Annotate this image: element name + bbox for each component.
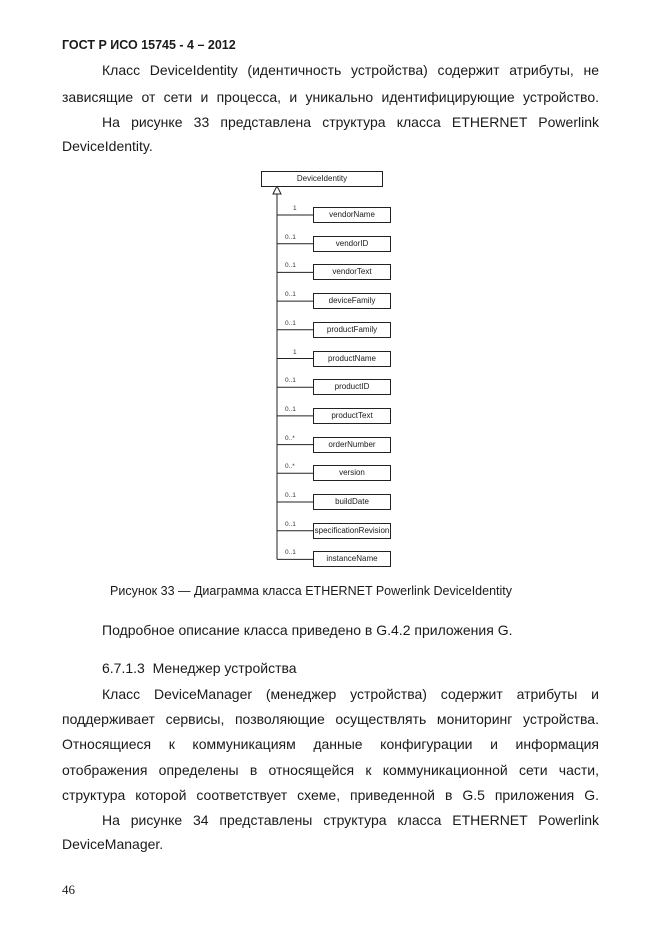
paragraph-5-line-2: DeviceManager. <box>62 836 164 852</box>
attribute-box: productID <box>313 379 391 396</box>
attribute-box: vendorID <box>313 235 391 252</box>
attribute-multiplicity: 0..1 <box>285 492 296 499</box>
attribute-box: vendorText <box>313 264 391 281</box>
attribute-multiplicity: 0..1 <box>285 319 296 327</box>
attribute-multiplicity: 0..1 <box>285 549 296 557</box>
paragraph-3: Подробное описание класса приведено в G.… <box>102 622 513 638</box>
attribute-multiplicity: 0..1 <box>285 233 296 241</box>
attribute-box: buildDate <box>313 494 391 510</box>
attribute-box: orderNumber <box>313 436 391 453</box>
paragraph-1-line-2: зависящие от сети и процесса, и уникальн… <box>62 89 599 105</box>
attribute-box: productName <box>313 350 391 367</box>
section-heading: 6.7.1.3 Менеджер устройства <box>102 660 639 676</box>
paragraph-4-line-2: поддерживает сервисы, позволяющие осущес… <box>62 711 599 727</box>
attribute-box: version <box>313 465 391 482</box>
attribute-multiplicity: 0..* <box>285 463 295 471</box>
diagram-connectors <box>272 184 313 560</box>
section-title: Менеджер устройства <box>152 660 297 676</box>
paragraph-4-line-1: Класс DeviceManager (менеджер устройства… <box>102 686 599 702</box>
paragraph-4-line-4: отображения определены в относящейся к к… <box>62 762 599 778</box>
attribute-box: deviceFamily <box>313 293 391 310</box>
figure-caption: Рисунок 33 — Диаграмма класса ETHERNET P… <box>110 584 513 598</box>
paragraph-2-line-2: DeviceIdentity. <box>62 138 153 154</box>
attribute-multiplicity: 0..1 <box>285 262 296 270</box>
page-number: 46 <box>62 882 75 897</box>
attribute-multiplicity: 1 <box>293 348 297 356</box>
attribute-box: productFamily <box>313 321 391 338</box>
paragraph-1-line-1: Класс DeviceIdentity (идентичность устро… <box>102 62 599 78</box>
class-box-deviceidentity: DeviceIdentity <box>261 171 383 187</box>
attribute-box: specificationRevision <box>313 522 391 539</box>
attribute-box: instanceName <box>313 551 391 568</box>
attribute-multiplicity: 0..1 <box>285 405 296 413</box>
paragraph-4-line-5: структура которой соответствует схеме, п… <box>62 787 599 803</box>
attribute-box: vendorName <box>313 207 391 223</box>
paragraph-2-line-1: На рисунке 33 представлена структура кла… <box>102 114 599 130</box>
attribute-multiplicity: 0..1 <box>285 520 296 528</box>
attribute-multiplicity: 0..* <box>285 434 295 442</box>
paragraph-5-line-1: На рисунке 34 представлены структура кла… <box>102 812 599 828</box>
attribute-box: productText <box>313 407 391 424</box>
section-number: 6.7.1.3 <box>102 660 145 676</box>
paragraph-4-line-3: Относящиеся к коммуникациям данные конфи… <box>62 736 599 752</box>
document-header: ГОСТ Р ИСО 15745 - 4 – 2012 <box>62 38 236 52</box>
attribute-multiplicity: 1 <box>293 205 297 212</box>
attribute-multiplicity: 0..1 <box>285 377 296 385</box>
diagram-triangle <box>272 184 282 195</box>
attribute-multiplicity: 0..1 <box>285 291 296 299</box>
